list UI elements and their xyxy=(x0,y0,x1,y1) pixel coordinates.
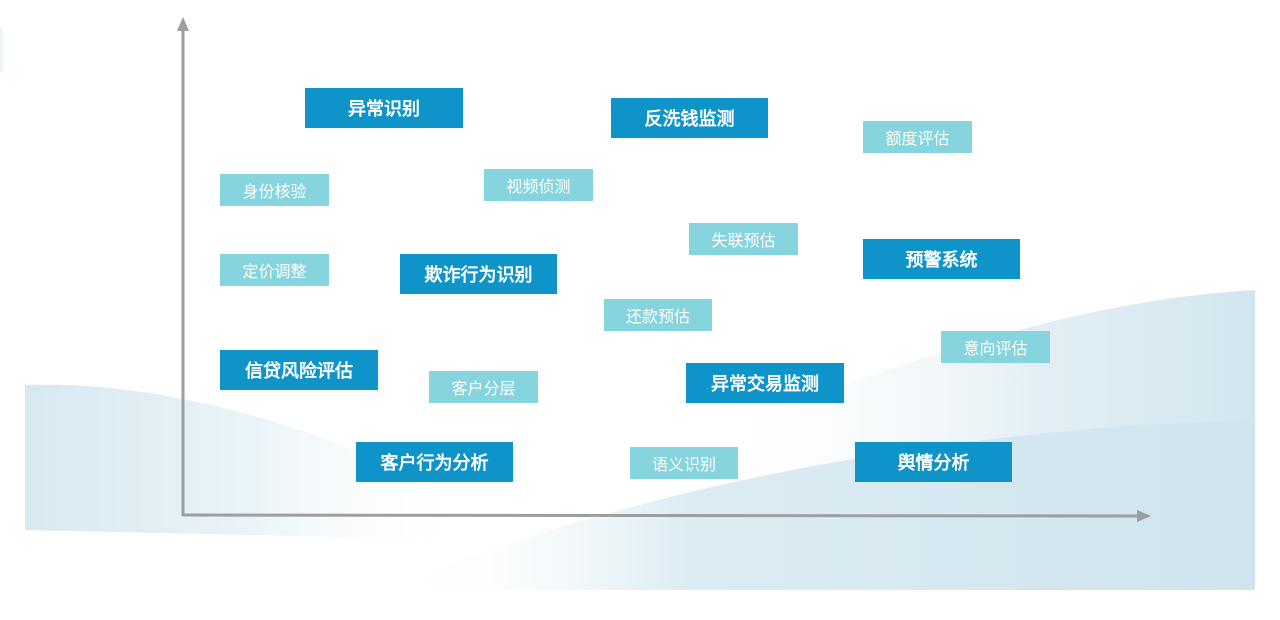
tag-abnormal-transaction-monitoring: 异常交易监测 xyxy=(686,363,844,403)
tag-public-opinion-analysis: 舆情分析 xyxy=(855,442,1012,482)
tag-lost-contact-prediction: 失联预估 xyxy=(689,223,798,255)
tag-customer-segmentation: 客户分层 xyxy=(429,371,538,403)
tag-fraud-detection: 欺诈行为识别 xyxy=(400,254,557,294)
tag-early-warning-system: 预警系统 xyxy=(863,239,1020,279)
tag-semantic-recognition: 语义识别 xyxy=(630,447,738,479)
tag-anomaly-detection: 异常识别 xyxy=(305,88,463,128)
wave-left xyxy=(25,384,480,540)
tag-customer-behavior-analysis: 客户行为分析 xyxy=(356,442,513,482)
x-axis-arrow xyxy=(1137,510,1151,522)
left-edge-mark xyxy=(0,28,3,72)
x-axis xyxy=(181,513,1141,518)
tag-repayment-prediction: 还款预估 xyxy=(604,299,712,331)
tag-credit-limit-assessment: 额度评估 xyxy=(863,121,972,153)
tag-identity-verification: 身份核验 xyxy=(220,174,329,206)
y-axis-arrow xyxy=(177,17,189,31)
wave-right-front xyxy=(385,420,1255,590)
tag-anti-money-laundering: 反洗钱监测 xyxy=(611,98,768,138)
tag-pricing-adjustment: 定价调整 xyxy=(220,254,329,286)
tag-video-detection: 视频侦测 xyxy=(484,169,593,201)
tag-intention-assessment: 意向评估 xyxy=(941,331,1050,363)
tag-credit-risk-assessment: 信贷风险评估 xyxy=(220,350,378,390)
